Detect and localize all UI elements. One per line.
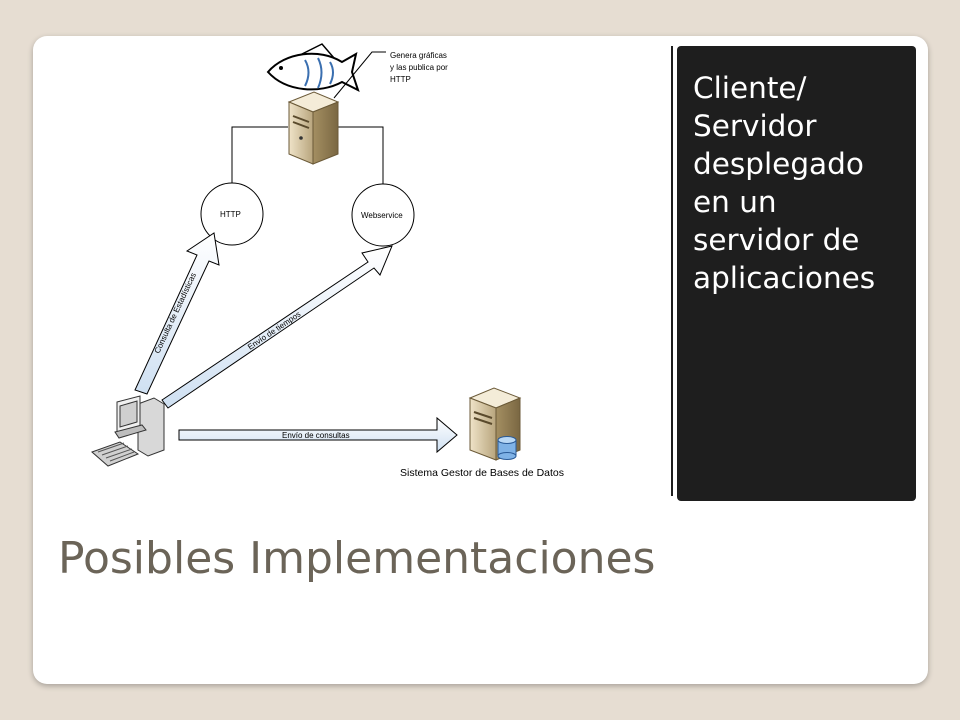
panel-line: Cliente/	[693, 71, 807, 105]
arrow-label-consultas: Envío de consultas	[282, 431, 350, 440]
arrow-label-tiempos: Envío de tiempos	[246, 310, 302, 352]
panel-line: Servidor	[693, 109, 817, 143]
http-node: HTTP	[200, 182, 264, 246]
callout-line-2: y las publica por	[390, 63, 448, 72]
callout-line-3: HTTP	[390, 75, 411, 84]
webservice-label: Webservice	[361, 211, 403, 220]
callout-line-1: Genera gráficas	[390, 51, 447, 60]
http-label: HTTP	[220, 210, 241, 219]
fish-logo-icon	[266, 43, 360, 92]
panel-line: aplicaciones	[693, 261, 876, 295]
database-server-icon	[468, 387, 522, 461]
client-computer-icon	[91, 395, 165, 467]
server-icon	[287, 91, 340, 165]
panel-description: Cliente/ Servidor desplegado en un servi…	[693, 69, 908, 297]
slide-title: Posibles Implementaciones	[58, 533, 656, 584]
webservice-node: Webservice	[351, 183, 415, 247]
panel-divider	[671, 46, 673, 496]
arrow-label-estadisticas: Consulta de Estadísticas	[153, 271, 198, 355]
connector-lines	[231, 126, 384, 184]
panel-line: desplegado	[693, 147, 864, 181]
panel-line: en un	[693, 185, 777, 219]
arrow-envio-consultas: Envío de consultas	[178, 416, 458, 454]
description-panel	[677, 46, 916, 501]
panel-line: servidor de	[693, 223, 860, 257]
db-label: Sistema Gestor de Bases de Datos	[400, 467, 564, 479]
callout: Genera gráficas y las publica por HTTP	[333, 51, 448, 99]
